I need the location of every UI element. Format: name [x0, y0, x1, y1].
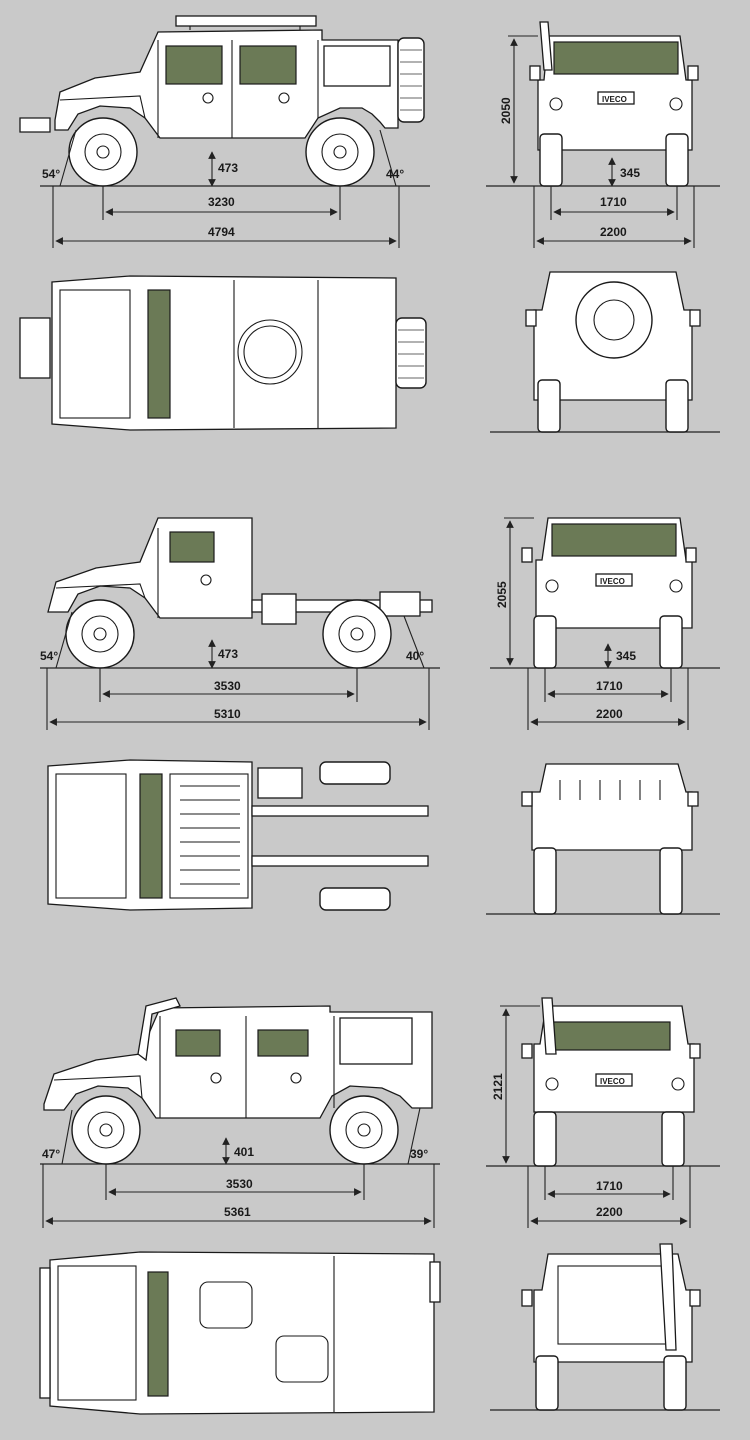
rear-wheel [329, 1095, 399, 1165]
variant-2-front-view: IVECO 345 2055 1710 2200 [490, 517, 720, 730]
front-badge: IVECO [600, 577, 625, 586]
variant-3-front-view: IVECO 2121 1710 2200 [486, 997, 720, 1228]
variant-1-front-view: IVECO 345 2050 1710 2200 [486, 21, 720, 248]
departure-angle: 39° [410, 1147, 428, 1161]
variant-2-top-view [47, 759, 429, 911]
track-width: 1710 [596, 1179, 623, 1193]
approach-angle: 54° [40, 649, 58, 663]
variant-2-side-view: 54° 40° 473 3530 5310 [40, 517, 440, 730]
ground-clearance: 473 [218, 647, 238, 661]
overall-height: 2050 [499, 97, 513, 124]
ground-clearance: 401 [234, 1145, 254, 1159]
approach-angle: 54° [42, 167, 60, 181]
variant-1-rear-view [490, 271, 720, 433]
front-wheel [65, 599, 135, 669]
variant-1-side-view: 54° 44° 473 3230 4794 [19, 15, 430, 248]
wheelbase: 3530 [214, 679, 241, 693]
front-clearance: 345 [620, 166, 640, 180]
overall-width: 2200 [596, 707, 623, 721]
rear-wheel [322, 599, 392, 669]
overall-length: 4794 [208, 225, 235, 239]
front-wheel [71, 1095, 141, 1165]
ground-clearance: 473 [218, 161, 238, 175]
overall-length: 5310 [214, 707, 241, 721]
approach-angle: 47° [42, 1147, 60, 1161]
variant-1-station-wagon: 54° 44° 473 3230 4794 IVECO [19, 15, 720, 433]
rear-wheel [305, 117, 375, 187]
overall-height: 2055 [495, 581, 509, 608]
departure-angle: 44° [386, 167, 404, 181]
variant-1-top-view [19, 275, 427, 431]
track-width: 1710 [600, 195, 627, 209]
wheelbase: 3530 [226, 1177, 253, 1191]
variant-3-side-view: 47° 39° 401 3530 5361 [40, 997, 440, 1228]
front-badge: IVECO [600, 1077, 625, 1086]
variant-3-top-view [39, 1251, 441, 1415]
track-width: 1710 [596, 679, 623, 693]
overall-width: 2200 [600, 225, 627, 239]
front-badge: IVECO [602, 95, 627, 104]
variant-3-armoured: 47° 39° 401 3530 5361 IVECO 2121 [39, 997, 720, 1415]
front-clearance: 345 [616, 649, 636, 663]
front-wheel [68, 117, 138, 187]
variant-2-rear-view [486, 763, 720, 915]
variant-3-rear-view [490, 1243, 720, 1411]
overall-length: 5361 [224, 1205, 251, 1219]
variant-2-chassis-cab: 54° 40° 473 3530 5310 IVECO 345 205 [40, 517, 720, 915]
departure-angle: 40° [406, 649, 424, 663]
wheelbase: 3230 [208, 195, 235, 209]
overall-height: 2121 [491, 1073, 505, 1100]
overall-width: 2200 [596, 1205, 623, 1219]
